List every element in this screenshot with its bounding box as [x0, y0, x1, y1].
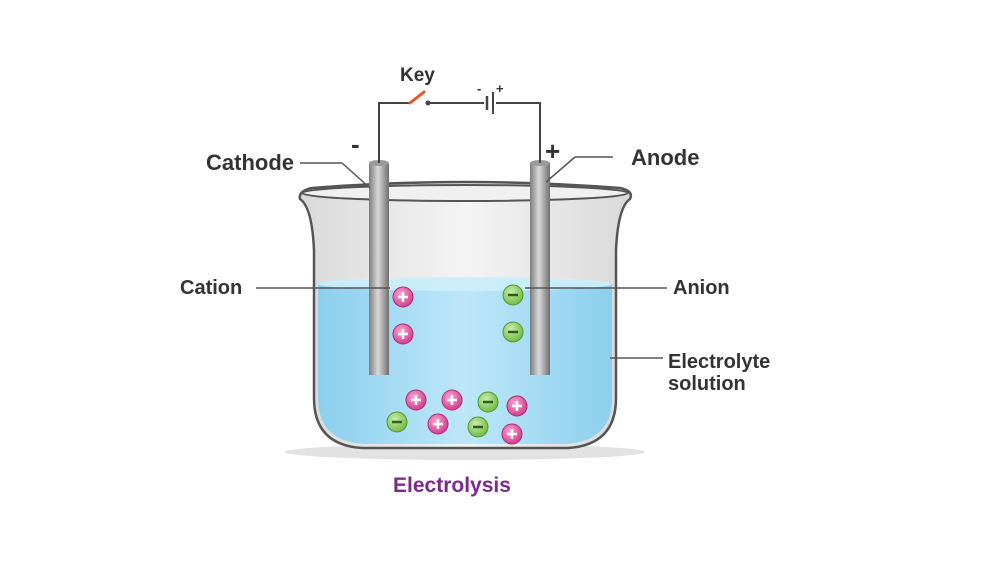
- cation-ion: [392, 286, 414, 308]
- anion-ion: [467, 416, 489, 438]
- anode-sign: +: [545, 136, 560, 166]
- electrolyte-label-line1: Electrolyte: [668, 351, 770, 373]
- cation-ion: [427, 413, 449, 435]
- anion-ion: [386, 411, 408, 433]
- cathode-rod: [369, 160, 389, 375]
- cation-ion: [501, 423, 523, 445]
- anion-ion: [477, 391, 499, 413]
- cathode-label: Cathode: [206, 150, 294, 175]
- electrolyte-label-line2: solution: [668, 373, 746, 395]
- cation-label: Cation: [180, 277, 242, 299]
- electrolyte-solution: [318, 278, 612, 444]
- anion-ion: [502, 284, 524, 306]
- cation-ion: [405, 389, 427, 411]
- caption: Electrolysis: [393, 474, 511, 497]
- anion-label: Anion: [673, 277, 730, 299]
- anode-label: Anode: [631, 145, 699, 170]
- battery-negative-sign: -: [477, 81, 481, 96]
- cation-ion: [392, 323, 414, 345]
- solution-surface: [318, 277, 612, 291]
- cation-ion: [441, 389, 463, 411]
- anion-ion: [502, 321, 524, 343]
- beaker-rim: [301, 184, 629, 202]
- anode-leader-diag: [545, 156, 576, 183]
- anode-rod: [530, 160, 550, 375]
- circuit-wire: [378, 102, 541, 163]
- key-contact-icon: [425, 100, 431, 106]
- battery-positive-sign: +: [496, 81, 504, 96]
- ions: [386, 284, 528, 445]
- cathode-leader-diag: [341, 162, 371, 189]
- cathode-sign: -: [351, 129, 360, 159]
- key-label: Key: [400, 65, 435, 86]
- key-switch-icon: [408, 90, 426, 105]
- cation-ion: [506, 395, 528, 417]
